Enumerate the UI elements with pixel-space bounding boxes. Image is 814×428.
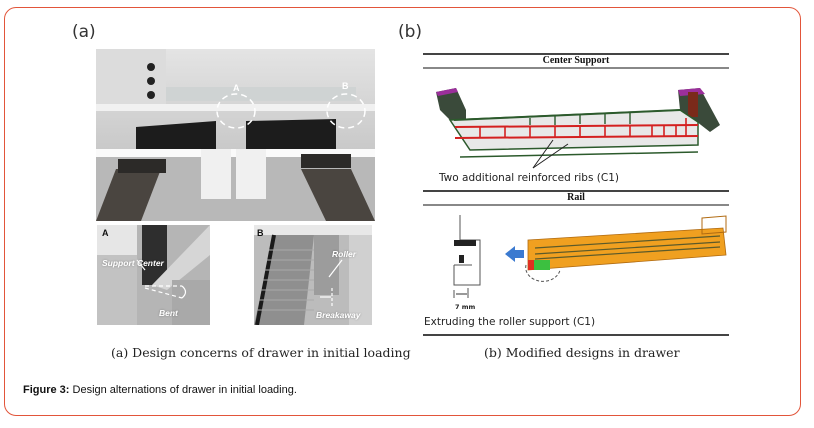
rail-bottom-rule: [423, 334, 729, 336]
subcaption-a: (a) Design concerns of drawer in initial…: [111, 345, 411, 360]
roller-illustration: [254, 225, 372, 325]
detail-a-tag: A: [102, 228, 109, 238]
detail-b-tag: B: [257, 228, 264, 238]
rail-header-rule: [423, 204, 729, 206]
rail-dimension: 7 mm: [455, 303, 476, 311]
label-breakaway: Breakaway: [316, 310, 361, 320]
figure-caption: Figure 3: Design alternations of drawer …: [23, 384, 297, 396]
marker-b: B: [342, 81, 349, 91]
detail-photo-b: B Roller Breakaway: [254, 225, 372, 325]
panel-a-label: (a): [72, 22, 96, 42]
rail-caption: Extruding the roller support (C1): [424, 316, 596, 328]
center-support-caption: Two additional reinforced ribs (C1): [439, 172, 619, 184]
label-support-center: Support Center: [102, 258, 164, 268]
subcaption-b: (b) Modified designs in drawer: [484, 345, 680, 360]
drawer-overview-illustration: [96, 49, 375, 221]
rail-title: Rail: [567, 192, 585, 203]
center-support-top-rule: [423, 53, 729, 55]
rail-top-rule: [423, 190, 729, 192]
figure-frame: [4, 7, 801, 416]
center-support-cad: [436, 88, 720, 169]
figure-caption-label: Figure 3:: [23, 384, 70, 396]
support-center-illustration: [97, 225, 210, 325]
center-support-title: Center Support: [542, 55, 610, 66]
panel-b-label: (b): [398, 22, 423, 42]
rail-cad: [453, 215, 727, 298]
label-bent: Bent: [159, 308, 178, 318]
label-roller: Roller: [332, 249, 357, 259]
marker-a: A: [233, 83, 240, 93]
figure-caption-text: Design alternations of drawer in initial…: [69, 384, 297, 396]
detail-photo-a: A Support Center Bent: [97, 225, 210, 325]
center-support-header-rule: [423, 67, 729, 69]
drawer-overview-photo: A B: [96, 49, 375, 221]
